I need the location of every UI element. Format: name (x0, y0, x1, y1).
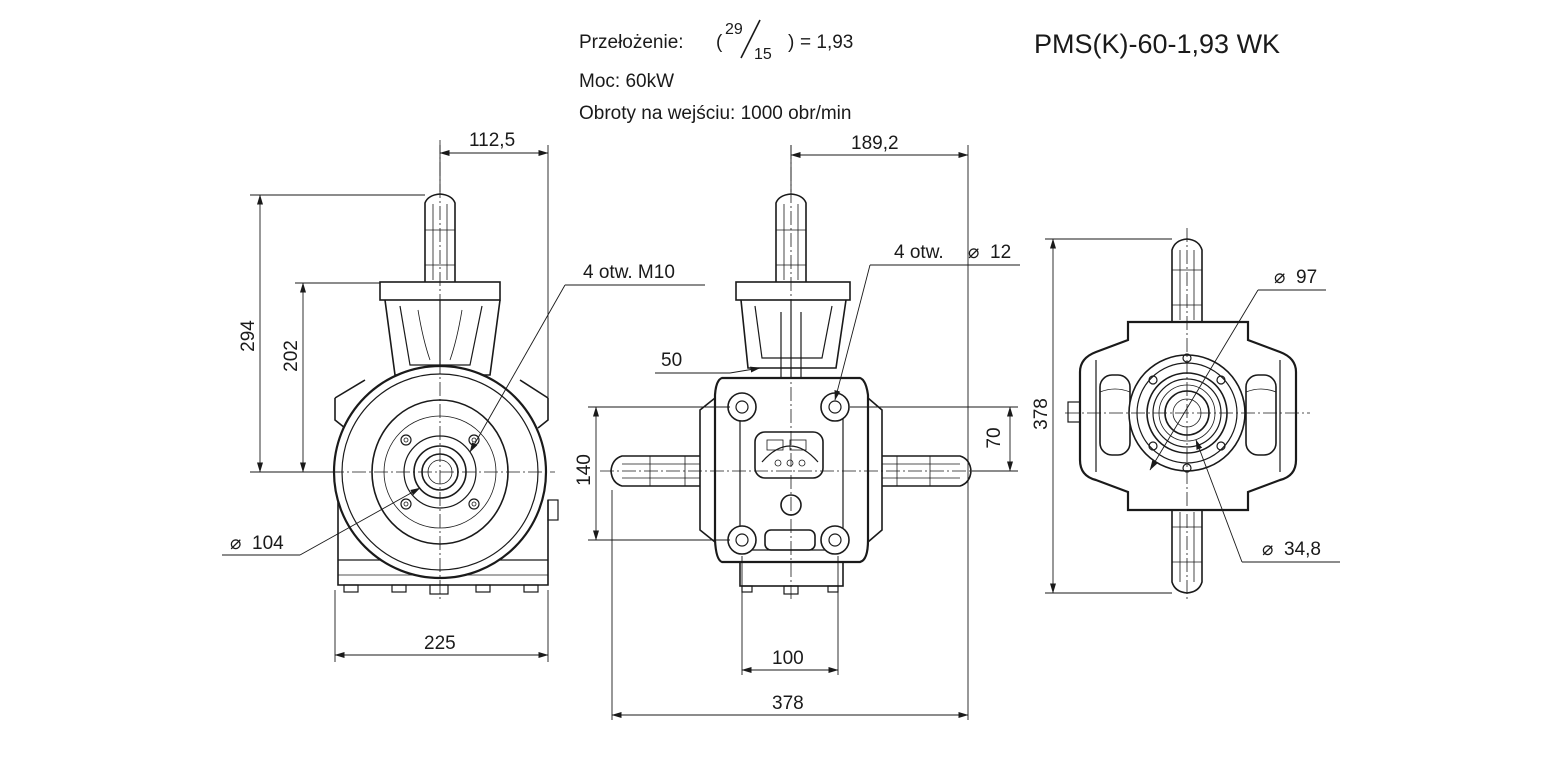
input-speed: Obroty na wejściu: 1000 obr/min (579, 103, 851, 124)
dim-378-right: 378 (1031, 398, 1052, 430)
side-plug (547, 499, 559, 521)
holes-12-text: 4 otw. (894, 242, 944, 263)
ratio-close-paren: ) (788, 32, 794, 53)
main-body (713, 376, 870, 564)
dim-34-8-symbol: ⌀ (1262, 539, 1273, 560)
dim-104: 104 (252, 533, 284, 554)
bottom-bolts (343, 584, 539, 595)
top-view (1065, 228, 1310, 600)
dim-202: 202 (281, 340, 302, 372)
front-view-dimensions: 189,2 4 otw. ⌀ 12 50 140 70 100 378 (574, 133, 1020, 720)
header-block: Przełożenie: ( 29 15 ) = 1,93 Moc: 60kW … (579, 19, 1280, 124)
logo-plate (764, 529, 816, 551)
dim-112-5: 112,5 (469, 130, 515, 151)
ratio-numerator: 29 (725, 21, 743, 38)
ratio-fraction-slash (740, 19, 761, 59)
mounting-bosses (727, 392, 850, 555)
dim-50: 50 (661, 350, 682, 371)
top-view-breather (1067, 401, 1081, 423)
dim-294: 294 (238, 320, 259, 352)
dim-189-2: 189,2 (851, 133, 899, 154)
upper-housing (384, 299, 501, 376)
dim-104-symbol: ⌀ (230, 533, 241, 554)
dim-70: 70 (984, 427, 1005, 448)
power-rating: Moc: 60kW (579, 71, 674, 92)
side-view-dimensions: 112,5 294 202 225 ⌀ 104 4 otw. M10 (222, 130, 705, 662)
model-title: PMS(K)-60-1,93 WK (1034, 29, 1280, 59)
front-view (600, 145, 980, 600)
dim-100: 100 (772, 648, 804, 669)
holes-12-dia: 12 (990, 242, 1011, 263)
dim-378-bottom: 378 (772, 693, 804, 714)
ratio-label: Przełożenie: (579, 32, 684, 53)
nameplate (754, 431, 824, 479)
holes-12-symbol: ⌀ (968, 242, 979, 263)
ratio-value: = 1,93 (800, 32, 853, 53)
dim-97: 97 (1296, 267, 1317, 288)
dim-140: 140 (574, 454, 595, 486)
holes-m10-label: 4 otw. M10 (583, 262, 675, 283)
dim-97-symbol: ⌀ (1274, 267, 1285, 288)
cover-bolt-holes (400, 434, 480, 510)
ratio-open-paren: ( (716, 32, 723, 53)
side-view (330, 140, 559, 600)
top-view-dimensions: 378 ⌀ 97 ⌀ 34,8 (1031, 238, 1340, 594)
dim-225: 225 (424, 633, 456, 654)
dim-34-8: 34,8 (1284, 539, 1321, 560)
ratio-denominator: 15 (754, 46, 772, 63)
front-top-cap (735, 281, 851, 301)
